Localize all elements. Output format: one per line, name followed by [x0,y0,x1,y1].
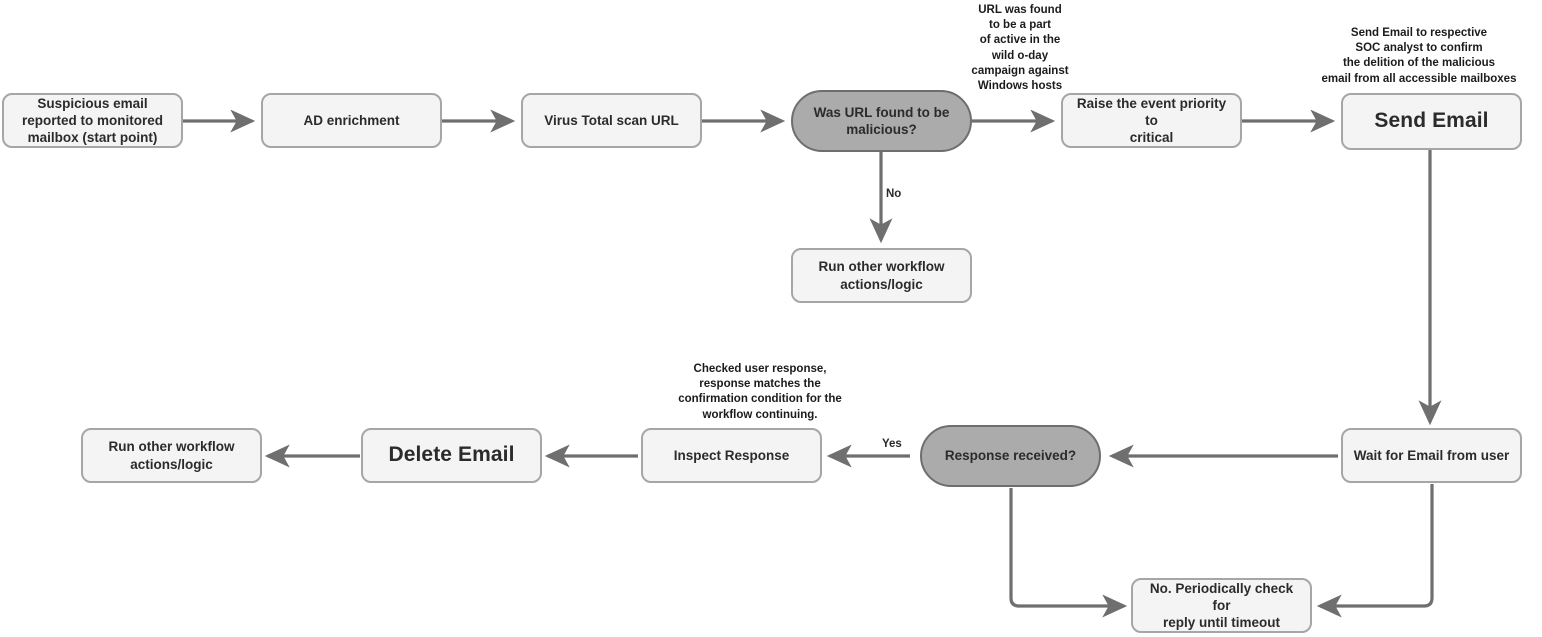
node-label: Virus Total scan URL [544,112,679,128]
node-start-suspicious-email[interactable]: Suspicious email reported to monitored m… [2,93,183,148]
node-label: Run other workflow actions/logic [108,439,235,472]
edge-label-no: No [886,188,902,200]
node-label: Delete Email [388,443,515,467]
node-label: Run other workflow actions/logic [818,259,945,292]
node-was-url-malicious[interactable]: Was URL found to be malicious? [791,90,972,152]
node-virus-total-scan-url[interactable]: Virus Total scan URL [521,93,702,148]
node-raise-event-priority[interactable]: Raise the event priority to critical [1061,93,1242,148]
edge-response-received-no-to-periodic-check [1009,488,1128,618]
node-label: Response received? [944,448,1077,464]
annotation-malicious-url-note: URL was found to be a part of active in … [971,4,1069,92]
annotation-send-email-note: Send Email to respective SOC analyst to … [1321,27,1517,85]
node-wait-for-email[interactable]: Wait for Email from user [1341,428,1522,483]
node-label: Was URL found to be malicious? [813,104,950,137]
node-label: AD enrichment [303,112,400,128]
node-run-other-workflow-bottom[interactable]: Run other workflow actions/logic [81,428,262,483]
node-run-other-workflow-top[interactable]: Run other workflow actions/logic [791,248,972,303]
edge-label-yes: Yes [882,438,902,450]
node-label: No. Periodically check for reply until t… [1149,580,1294,631]
annotation-inspect-response-note: Checked user response, response matches … [678,363,842,421]
edge-wait-for-email-to-periodic-check [1316,484,1434,618]
node-label: Raise the event priority to critical [1076,95,1227,146]
node-label: Send Email [1374,109,1489,133]
node-response-received[interactable]: Response received? [920,425,1101,487]
node-send-email[interactable]: Send Email [1341,93,1522,150]
node-periodic-check[interactable]: No. Periodically check for reply until t… [1131,578,1312,633]
node-inspect-response[interactable]: Inspect Response [641,428,822,483]
node-label: Wait for Email from user [1353,447,1510,463]
node-delete-email[interactable]: Delete Email [361,428,542,483]
node-ad-enrichment[interactable]: AD enrichment [261,93,442,148]
node-label: Suspicious email reported to monitored m… [22,95,163,146]
node-label: Inspect Response [673,447,790,463]
